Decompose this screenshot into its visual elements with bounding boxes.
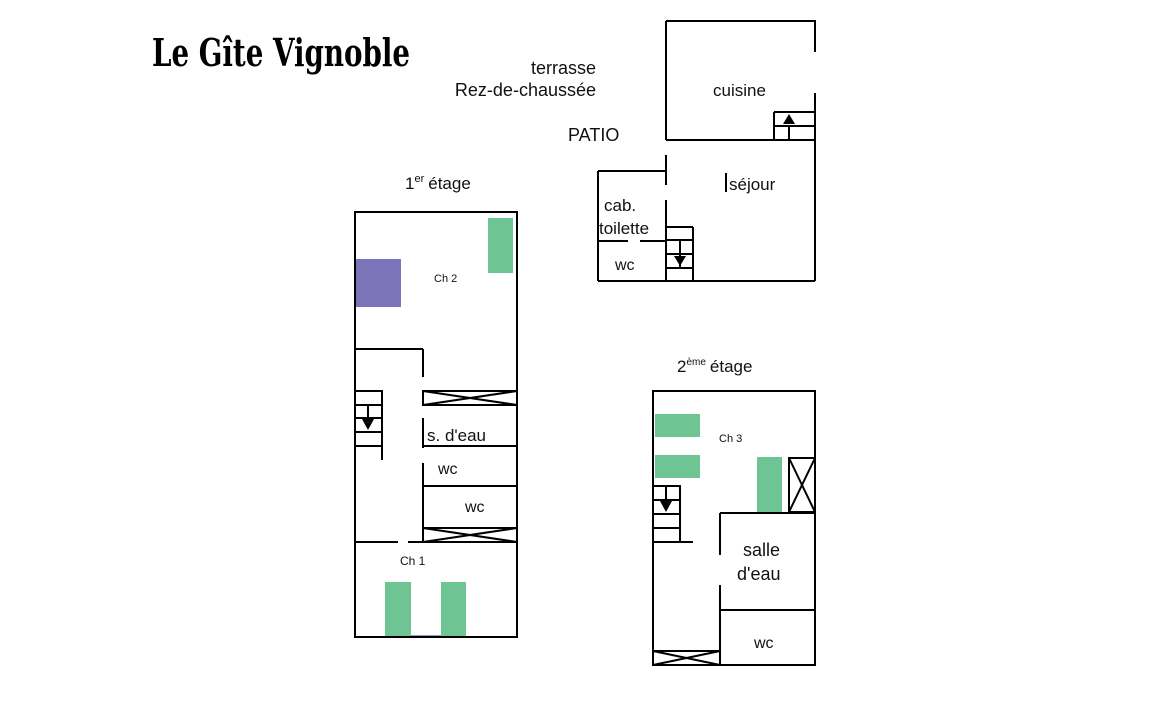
room-label-kitchen: cuisine <box>713 81 766 100</box>
ground-floor-label: Rez-de-chaussée <box>455 80 596 100</box>
closet <box>652 650 721 666</box>
ground-floor-plan: terrasse Rez-de-chaussée PATIO cuisine s… <box>455 20 816 282</box>
bed <box>655 455 700 478</box>
room-label-washroom-1: cab. <box>604 196 636 215</box>
bed <box>757 457 782 512</box>
closet <box>788 457 816 513</box>
room-label-bedroom-2: Ch 2 <box>434 273 457 285</box>
stairs-down <box>653 485 693 543</box>
room-label-bedroom-3: Ch 3 <box>719 433 742 445</box>
room-label-shower-2: d'eau <box>737 564 780 584</box>
page-title: Le Gîte Vignoble <box>152 30 410 75</box>
patio-label: PATIO <box>568 125 619 145</box>
bed <box>385 582 411 637</box>
second-floor-walls <box>652 390 816 666</box>
room-label-wc: wc <box>753 635 774 652</box>
stairs-up <box>773 111 815 140</box>
closet <box>422 390 518 406</box>
room-label-bedroom-1: Ch 1 <box>400 554 426 568</box>
terrace-label: terrasse <box>531 58 596 78</box>
room-label-washroom-2: toilette <box>599 219 649 238</box>
ground-floor-walls <box>597 20 816 282</box>
bed <box>488 218 513 273</box>
room-label-shower: s. d'eau <box>427 426 486 445</box>
arrow-down-icon <box>660 501 672 512</box>
stairs-down <box>355 390 383 460</box>
bed <box>655 414 700 437</box>
sofa <box>356 259 401 307</box>
arrow-up-icon <box>783 114 795 124</box>
room-label-living: séjour <box>729 175 776 194</box>
arrow-down-icon <box>674 256 686 266</box>
room-label-wc-2: wc <box>464 499 485 516</box>
stairs-down <box>666 226 694 281</box>
room-label-shower-1: salle <box>743 540 780 560</box>
closet <box>422 527 518 543</box>
room-label-wc: wc <box>614 257 635 274</box>
bed <box>441 582 466 637</box>
room-label-wc-1: wc <box>437 461 458 478</box>
arrow-down-icon <box>362 419 374 430</box>
